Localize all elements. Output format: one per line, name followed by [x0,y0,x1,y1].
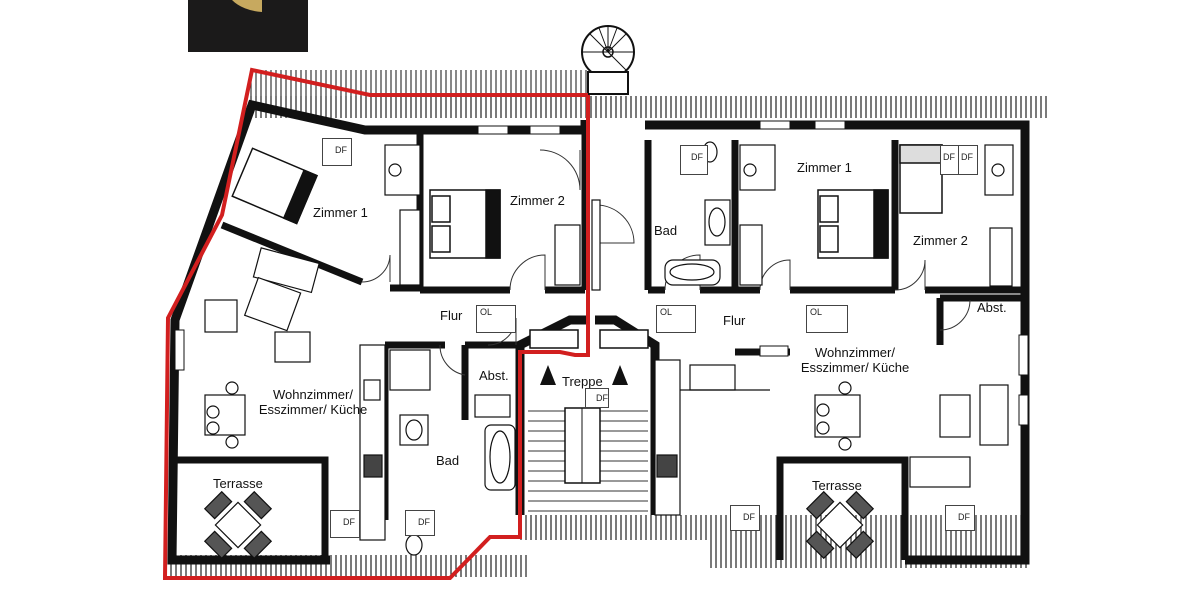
room-label-left-flur: Flur [440,308,463,323]
room-label-right-zimmer1: Zimmer 1 [797,160,852,175]
room-label-right-terrasse: Terrasse [812,478,862,493]
interior-walls [172,130,1025,560]
skylight-mark: DF [585,388,609,408]
room-label-right-flur: Flur [723,313,746,328]
windows [174,120,1029,426]
skylight-mark: DF [405,510,435,536]
skylight-ol-mark: OL [476,305,516,333]
room-label-right-living: Wohnzimmer/ Esszimmer/ Küche [800,345,910,375]
logo-mark [188,0,308,52]
skylight-mark: DF [958,145,978,175]
room-label-left-bad: Bad [436,453,460,468]
room-label-right-bad: Bad [654,223,678,238]
spiral-staircase [581,25,635,95]
skylight-mark: DF [322,138,352,166]
staircase [528,329,649,513]
room-label-right-abst: Abst. [977,300,1007,315]
room-label-treppe: Treppe [562,374,603,389]
desks-and-cabinets [384,144,1014,291]
skylight-ol-mark: OL [806,305,848,333]
skylight-mark: DF [945,505,975,531]
skylight-mark: DF [330,510,360,538]
door-swings [361,149,971,376]
bathroom-fixtures [389,141,731,556]
room-label-left-abst: Abst. [479,368,509,383]
room-label-left-living: Wohnzimmer/ Esszimmer/ Küche [258,387,368,417]
terrace-tables [203,490,875,560]
skylight-mark: DF [730,505,760,531]
room-label-right-zimmer2: Zimmer 2 [913,233,968,248]
skylight-mark: DF [940,145,960,175]
kitchens [359,344,770,541]
living-furniture [204,247,1009,488]
room-label-left-zimmer1: Zimmer 1 [313,205,368,220]
skylight-mark: DF [680,145,708,175]
skylight-ol-mark: OL [656,305,696,333]
highlighted-unit-outline [162,67,590,580]
room-label-left-zimmer2: Zimmer 2 [510,193,565,208]
room-label-left-terrasse: Terrasse [213,476,263,491]
